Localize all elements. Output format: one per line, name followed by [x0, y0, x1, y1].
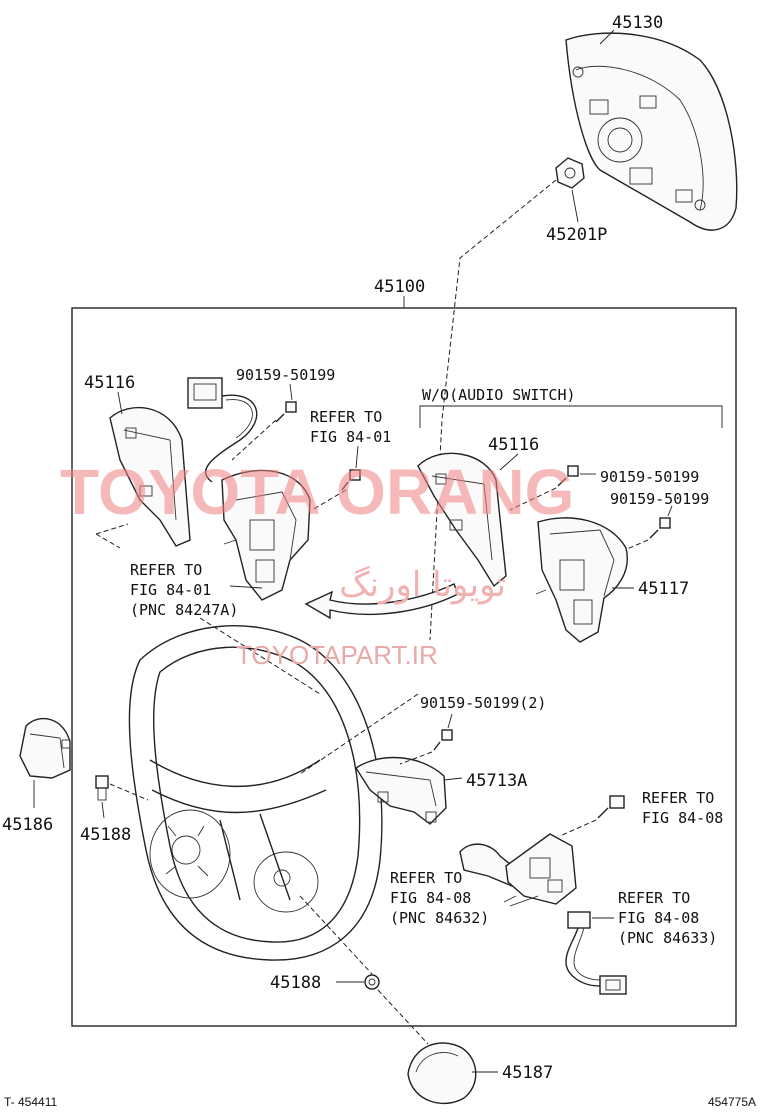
label-90159-c: 90159-50199: [610, 490, 709, 508]
bolt-right-2: [649, 517, 671, 539]
left-switch-body: [221, 469, 311, 601]
label-90159-b: 90159-50199: [600, 468, 699, 486]
direction-arrow: [304, 583, 459, 620]
refer-3-line2: FIG 84-08: [642, 809, 723, 827]
label-90159-d: 90159-50199(2): [420, 694, 546, 712]
refer-1-line1: REFER TO: [310, 408, 382, 426]
cover-45186: [19, 717, 71, 779]
right-switch-body-45117: [535, 517, 628, 643]
refer-3-line1: REFER TO: [642, 789, 714, 807]
label-45186: 45186: [2, 815, 53, 835]
label-45713A: 45713A: [466, 771, 527, 791]
refer-4-line2: FIG 84-08: [390, 889, 471, 907]
refer-5-line2: FIG 84-08: [618, 909, 699, 927]
refer-2-line1: REFER TO: [130, 561, 202, 579]
label-90159-a: 90159-50199: [236, 366, 335, 384]
left-switch-cover: [109, 406, 191, 547]
bolt-horn-right: [597, 795, 625, 819]
steering-wheel: [128, 625, 383, 961]
bolt-45188-lower: [364, 974, 380, 990]
label-45116-right: 45116: [488, 435, 539, 455]
label-45116-left: 45116: [84, 373, 135, 393]
cap-45187: [407, 1042, 477, 1105]
refer-4-line1: REFER TO: [390, 869, 462, 887]
footer-right-code: 454775A: [708, 1095, 756, 1109]
label-45100: 45100: [374, 277, 425, 297]
label-45130: 45130: [612, 13, 663, 33]
refer-2-line3: (PNC 84247A): [130, 601, 238, 619]
footer-left-code: T- 454411: [4, 1095, 57, 1109]
right-switch-cover: [417, 452, 507, 588]
left-connector-wire: [187, 377, 258, 483]
refer-5-line1: REFER TO: [618, 889, 690, 907]
bolt-45188-upper: [95, 775, 109, 801]
airbag-assembly: [565, 32, 738, 231]
label-45188-lower: 45188: [270, 973, 321, 993]
bolt-right-1: [557, 465, 579, 487]
label-45187: 45187: [502, 1063, 553, 1083]
refer-1-line2: FIG 84-01: [310, 428, 391, 446]
watermark-persian: تویوتا اورنگ: [339, 565, 506, 605]
refer-4-line3: (PNC 84632): [390, 909, 489, 927]
label-wo-audio: W/O(AUDIO SWITCH): [422, 386, 576, 404]
label-45188-upper: 45188: [80, 825, 131, 845]
refer-2-line2: FIG 84-01: [130, 581, 211, 599]
bolt-left-1: [275, 401, 297, 423]
label-45117: 45117: [638, 579, 689, 599]
label-45201P: 45201P: [546, 225, 607, 245]
watermark-site: TOYOTAPART.IR: [236, 640, 438, 670]
part-45713A: [355, 756, 447, 825]
refer-5-line3: (PNC 84633): [618, 929, 717, 947]
harness-connector: [565, 911, 627, 995]
bolt-45713A: [433, 729, 453, 751]
spiral-cable-lever: [459, 833, 577, 905]
bolt-left-2: [341, 469, 361, 491]
wo-audio-bracket: [419, 405, 723, 428]
watermark-brand: TOYOTA ORANG: [60, 456, 574, 528]
nut-45201P: [555, 157, 585, 189]
